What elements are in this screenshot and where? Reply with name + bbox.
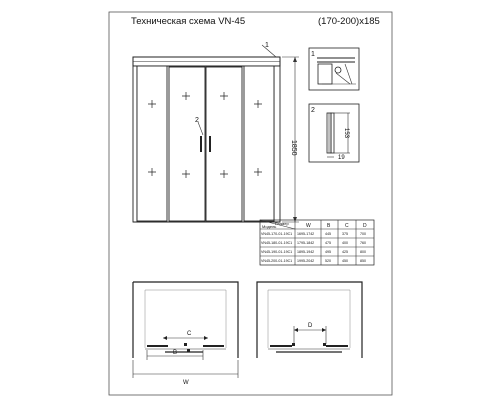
table-row-w: 1795-1842: [297, 241, 314, 245]
profile-width-label: 19: [338, 155, 345, 161]
table-row-w: 1695-1742: [297, 232, 314, 236]
overall-height-label: 1850: [290, 140, 297, 156]
dimension-d-label: D: [308, 323, 313, 329]
left-handle: [200, 136, 202, 152]
glass-sparkles: [148, 92, 262, 178]
dimension-b-label: B: [173, 350, 177, 356]
panel-2: [168, 66, 206, 222]
table-corner-top: Размер: [275, 221, 290, 226]
table-header-b: B: [327, 223, 331, 229]
drawing-title: Техническая схема VN-45: [131, 16, 245, 27]
table-header-c: C: [345, 223, 349, 229]
plan-view-open: D: [256, 281, 363, 358]
table-row-d: 700: [360, 232, 366, 236]
table-row-d: 800: [360, 250, 366, 254]
table-row-model: VN45-200-01-19C1: [261, 259, 292, 263]
table-row-b: 475: [325, 241, 331, 245]
dimension-c-label: C: [187, 331, 192, 337]
dimension-w-label: W: [183, 380, 189, 386]
table-row-d: 760: [360, 241, 366, 245]
panel-3: [205, 66, 243, 222]
detail-2-label: 2: [311, 107, 315, 114]
table-corner-bottom: Модель: [262, 224, 276, 229]
table-row-w: 1895-1942: [297, 250, 314, 254]
profile-height-label: 153: [343, 128, 349, 139]
table-header-d: D: [363, 223, 367, 229]
detail-2: 2 153 19: [308, 103, 360, 163]
table-row-d: 850: [360, 259, 366, 263]
table-row-b: 495: [325, 250, 331, 254]
table-row-model: VN45-180-01-19C1: [261, 241, 292, 245]
sheet-border: [108, 11, 393, 396]
table-row-b: 445: [325, 232, 331, 236]
table-row-c: 450: [342, 259, 348, 263]
right-wall-profile: [273, 65, 281, 223]
panel-4: [243, 65, 275, 222]
detail-1-label: 1: [311, 51, 315, 58]
size-table: Размер Модель W B C D VN45-170-01-19C1 1…: [259, 219, 375, 266]
table-row-b: 520: [325, 259, 331, 263]
door-elevation: 1 2 1850: [132, 42, 299, 223]
left-wall-profile: [132, 65, 138, 223]
table-row-model: VN45-170-01-19C1: [261, 232, 292, 236]
table-row-w: 1995-2042: [297, 259, 314, 263]
plan-view-closed: C B W: [132, 281, 239, 386]
callout-1-label: 1: [265, 42, 269, 49]
table-row-c: 400: [342, 241, 348, 245]
table-row-model: VN45-190-01-19C1: [261, 250, 292, 254]
drawing-size: (170-200)x185: [318, 16, 380, 27]
panel-1: [136, 65, 168, 222]
table-header-w: W: [306, 223, 311, 229]
right-handle: [209, 136, 211, 152]
detail-1: 1: [308, 47, 360, 91]
callout-2-label: 2: [195, 117, 199, 124]
table-row-c: 425: [342, 250, 348, 254]
table-row-c: 375: [342, 232, 348, 236]
